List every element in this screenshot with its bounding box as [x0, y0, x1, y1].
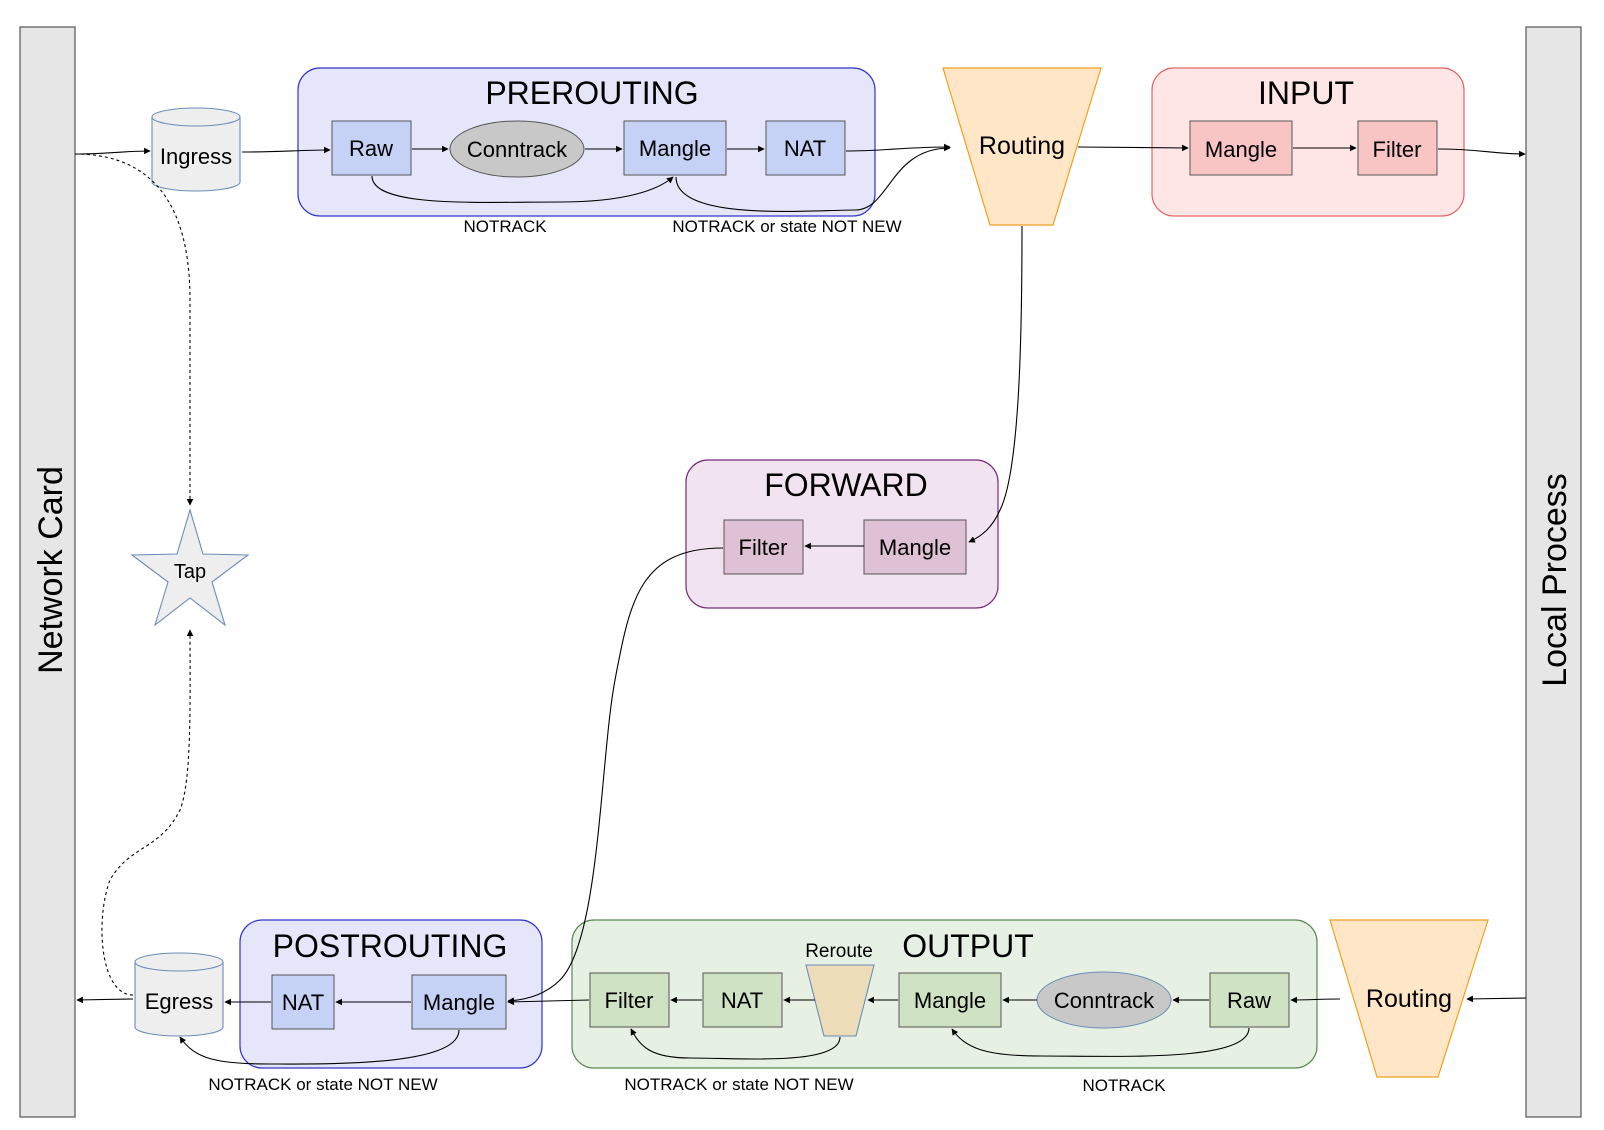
arrow-routing-to-input-mangle — [1077, 144, 1189, 152]
tap-lines — [74, 153, 194, 996]
forward-mangle-table[interactable]: Mangle — [863, 519, 967, 575]
output-mangle-table[interactable]: Mangle — [898, 972, 1002, 1028]
prerouting-notrack-state-label: NOTRACK or state NOT NEW — [672, 217, 901, 236]
prerouting-title: PREROUTING — [485, 75, 698, 111]
input-filter-table[interactable]: Filter — [1357, 120, 1438, 176]
arrow-card-to-tap — [74, 153, 194, 506]
local-process-bar: Local Process — [1525, 26, 1582, 1118]
output-raw-label: Raw — [1227, 988, 1271, 1013]
input-mangle-table[interactable]: Mangle — [1189, 120, 1293, 176]
arrow-forward-to-postrouting — [507, 547, 724, 1004]
output-filter-label: Filter — [605, 988, 654, 1013]
tap-label: Tap — [174, 561, 206, 583]
input-chain: INPUT Mangle Filter — [1151, 67, 1465, 217]
routing-bottom-label: Routing — [1366, 985, 1452, 1013]
prerouting-nat-table[interactable]: NAT — [765, 120, 846, 176]
arrow-mangle-bypass — [675, 144, 951, 212]
arrow-ingress-to-raw — [241, 146, 331, 154]
prerouting-notrack-label: NOTRACK — [463, 217, 547, 236]
output-filter-table[interactable]: Filter — [589, 972, 670, 1028]
output-notrack-state-label: NOTRACK or state NOT NEW — [624, 1075, 853, 1094]
postrouting-nat-table[interactable]: NAT — [271, 974, 335, 1030]
routing-top-label: Routing — [979, 132, 1065, 160]
prerouting-conntrack[interactable]: Conntrack — [449, 120, 585, 178]
forward-title: FORWARD — [764, 467, 928, 503]
output-nat-table[interactable]: NAT — [702, 972, 783, 1028]
flow-arrows — [74, 143, 1527, 1065]
postrouting-title: POSTROUTING — [273, 928, 508, 964]
prerouting-mangle-label: Mangle — [639, 136, 711, 161]
prerouting-nat-label: NAT — [784, 136, 826, 161]
network-card-bar: Network Card — [19, 26, 76, 1118]
arrow-raw-bypass — [371, 175, 674, 203]
local-process-label: Local Process — [1536, 473, 1574, 687]
egress-queue[interactable]: Egress — [134, 952, 224, 1037]
prerouting-chain: PREROUTING Raw Conntrack Mangle NAT — [297, 67, 876, 217]
forward-chain: FORWARD Filter Mangle — [685, 459, 999, 609]
output-reroute-decision[interactable]: Reroute — [805, 941, 875, 1037]
prerouting-mangle-table[interactable]: Mangle — [623, 120, 727, 176]
output-title: OUTPUT — [902, 928, 1034, 964]
ingress-label: Ingress — [160, 144, 232, 169]
postrouting-chain: POSTROUTING NAT Mangle — [239, 919, 543, 1069]
arrow-output-to-postrouting — [507, 998, 590, 1006]
forward-mangle-label: Mangle — [879, 535, 951, 560]
routing-decision-top[interactable]: Routing — [942, 67, 1102, 226]
arrow-input-filter-to-local — [1437, 148, 1526, 158]
network-card-label: Network Card — [32, 466, 70, 674]
input-filter-label: Filter — [1373, 137, 1422, 162]
output-mangle-label: Mangle — [914, 988, 986, 1013]
output-chain: OUTPUT Filter NAT Reroute Mangle Conntra… — [571, 919, 1318, 1069]
output-notrack-label: NOTRACK — [1082, 1076, 1166, 1095]
output-nat-label: NAT — [721, 988, 763, 1013]
postrouting-mangle-table[interactable]: Mangle — [411, 974, 507, 1030]
tap-star[interactable]: Tap — [130, 508, 250, 627]
routing-decision-bottom[interactable]: Routing — [1329, 919, 1489, 1078]
arrow-local-to-routing — [1466, 995, 1527, 1003]
postrouting-nat-label: NAT — [282, 990, 324, 1015]
forward-filter-table[interactable]: Filter — [723, 519, 804, 575]
output-raw-table[interactable]: Raw — [1209, 972, 1290, 1028]
output-conntrack[interactable]: Conntrack — [1036, 971, 1172, 1029]
arrow-reroute-bypass — [630, 1028, 841, 1060]
arrow-routing-to-forward — [968, 225, 1023, 543]
prerouting-conntrack-label: Conntrack — [467, 137, 568, 162]
arrow-egress-to-card — [76, 996, 134, 1004]
input-mangle-label: Mangle — [1205, 137, 1277, 162]
postrouting-mangle-label: Mangle — [423, 990, 495, 1015]
forward-filter-label: Filter — [739, 535, 788, 560]
output-conntrack-label: Conntrack — [1054, 988, 1155, 1013]
arrow-card-to-ingress — [74, 147, 151, 155]
egress-label: Egress — [145, 989, 213, 1014]
prerouting-raw-table[interactable]: Raw — [331, 120, 412, 176]
arrow-nat-to-routing — [845, 143, 951, 152]
input-title: INPUT — [1258, 75, 1354, 111]
arrow-post-mangle-bypass — [179, 1029, 460, 1065]
ingress-queue[interactable]: Ingress — [151, 107, 241, 192]
postrouting-notrack-state-label: NOTRACK or state NOT NEW — [208, 1075, 437, 1094]
output-reroute-label: Reroute — [805, 941, 873, 962]
prerouting-raw-label: Raw — [349, 136, 393, 161]
arrow-routing-to-output-raw — [1290, 996, 1341, 1004]
arrow-output-raw-bypass — [951, 1027, 1250, 1057]
arrow-egress-to-tap — [101, 629, 194, 996]
